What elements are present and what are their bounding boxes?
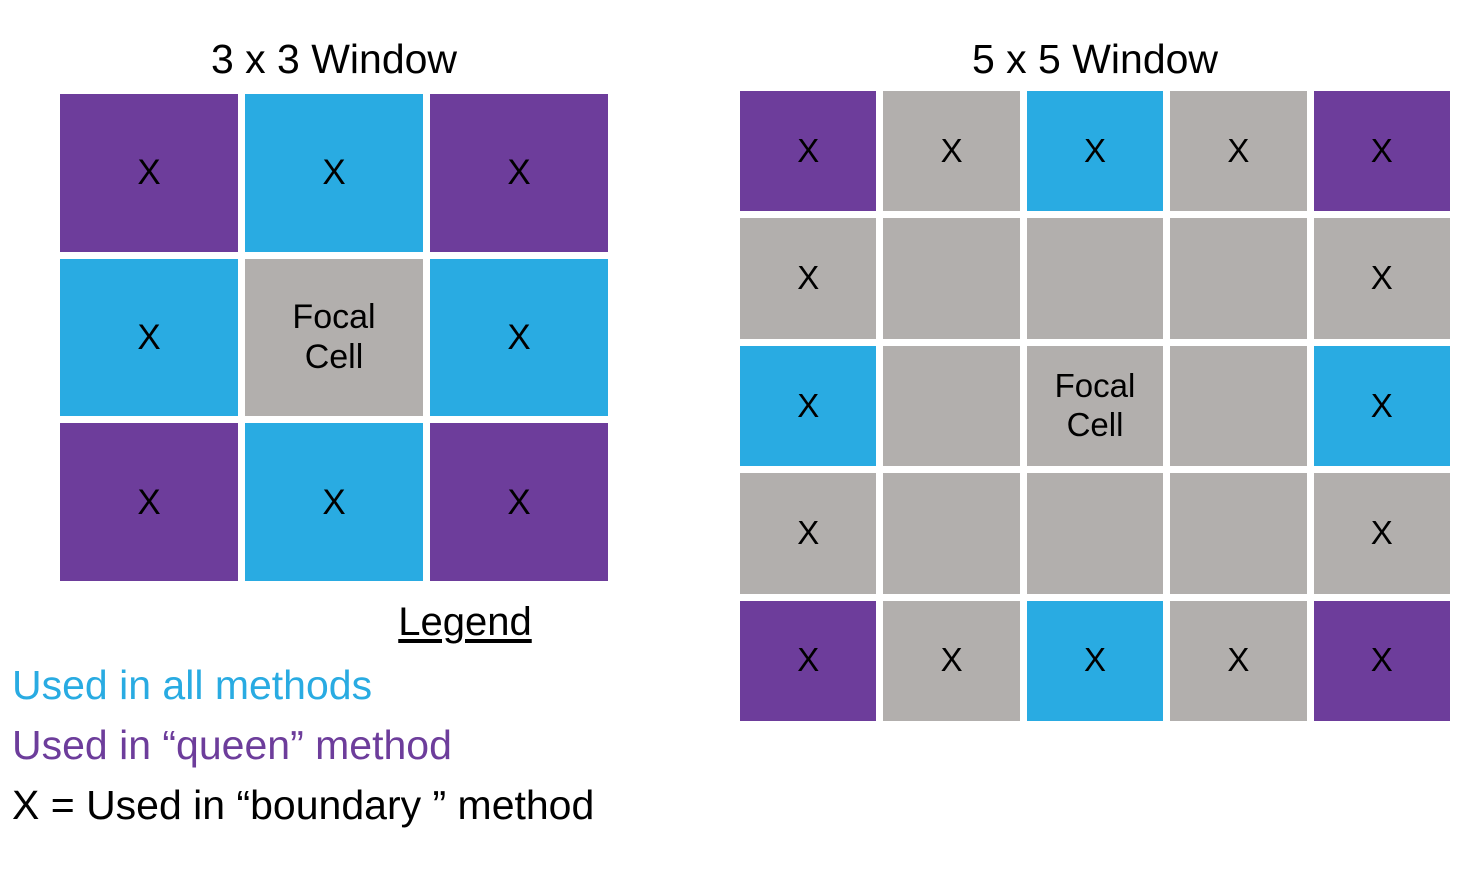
grid-cell-blue: X bbox=[740, 345, 877, 467]
panel-title-3x3: 3 x 3 Window bbox=[210, 36, 458, 82]
grid-cell-gray: X bbox=[1170, 600, 1307, 721]
boundary-mark-x: X bbox=[1227, 131, 1250, 169]
grid-cell-gray: X bbox=[883, 600, 1020, 721]
legend-entry-all-methods: Used in all methods bbox=[12, 662, 373, 708]
grid-cell-gray: X bbox=[1170, 91, 1307, 212]
grid-cell-blue: X bbox=[1313, 345, 1450, 467]
boundary-mark-x: X bbox=[137, 317, 161, 357]
legend-title: Legend bbox=[398, 600, 532, 644]
grid-cell-purple: X bbox=[1313, 600, 1450, 721]
grid-cell-purple: X bbox=[740, 600, 877, 721]
boundary-mark-x: X bbox=[507, 317, 531, 357]
grid-cell-blue: X bbox=[430, 258, 608, 417]
boundary-mark-x: X bbox=[1370, 641, 1393, 679]
grid-cell-purple: X bbox=[740, 91, 877, 212]
boundary-mark-x: X bbox=[137, 153, 161, 193]
boundary-mark-x: X bbox=[1083, 131, 1106, 169]
boundary-mark-x: X bbox=[137, 482, 161, 522]
grid-cell-gray: X bbox=[883, 91, 1020, 212]
grid-cell-gray bbox=[883, 218, 1020, 339]
boundary-mark-x: X bbox=[507, 153, 531, 193]
legend-entry-queen-method: Used in “queen” method bbox=[12, 722, 452, 768]
grid-cell-gray bbox=[1170, 218, 1307, 339]
grid-cell-gray bbox=[1170, 473, 1307, 594]
grid-cell-blue: X bbox=[60, 258, 238, 417]
boundary-mark-x: X bbox=[797, 259, 820, 297]
boundary-mark-x: X bbox=[322, 153, 346, 193]
boundary-mark-x: X bbox=[797, 131, 820, 169]
boundary-mark-x: X bbox=[1370, 259, 1393, 297]
panel-title-5x5: 5 x 5 Window bbox=[971, 36, 1219, 82]
boundary-mark-x: X bbox=[797, 513, 820, 551]
grid-cell-purple: X bbox=[60, 423, 238, 581]
boundary-mark-x: X bbox=[1370, 131, 1393, 169]
grid-cell-purple: X bbox=[1313, 91, 1450, 212]
boundary-mark-x: X bbox=[1370, 386, 1393, 424]
boundary-mark-x: X bbox=[940, 641, 963, 679]
boundary-mark-x: X bbox=[940, 131, 963, 169]
grid-cell-gray: X bbox=[740, 218, 877, 339]
grid-cell-blue: X bbox=[1026, 600, 1164, 721]
boundary-mark-x: X bbox=[1083, 641, 1106, 679]
boundary-mark-x: X bbox=[1370, 513, 1393, 551]
boundary-mark-x: X bbox=[1227, 641, 1250, 679]
grid-cell-gray bbox=[883, 345, 1020, 467]
grid-cell-gray: X bbox=[740, 473, 877, 594]
boundary-mark-x: X bbox=[797, 386, 820, 424]
grid-cell-gray bbox=[883, 473, 1020, 594]
grid-cell-gray bbox=[1170, 345, 1307, 467]
grid-cell-purple: X bbox=[430, 423, 608, 581]
boundary-mark-x: X bbox=[322, 482, 346, 522]
grid-cell-blue: X bbox=[245, 423, 423, 581]
grid-cell-gray: X bbox=[1313, 473, 1450, 594]
grid-cell-purple: X bbox=[430, 94, 608, 252]
boundary-mark-x: X bbox=[797, 641, 820, 679]
boundary-mark-x: X bbox=[507, 482, 531, 522]
grid-cell-blue: X bbox=[245, 94, 423, 252]
grid-cell-gray bbox=[1026, 218, 1164, 339]
grid-cell-blue: X bbox=[1026, 91, 1164, 212]
grid-cell-gray: X bbox=[1313, 218, 1450, 339]
grid-cell-purple: X bbox=[60, 94, 238, 252]
legend-entry-boundary-method: X = Used in “boundary ” method bbox=[12, 782, 595, 828]
grid-cell-gray bbox=[1026, 473, 1164, 594]
